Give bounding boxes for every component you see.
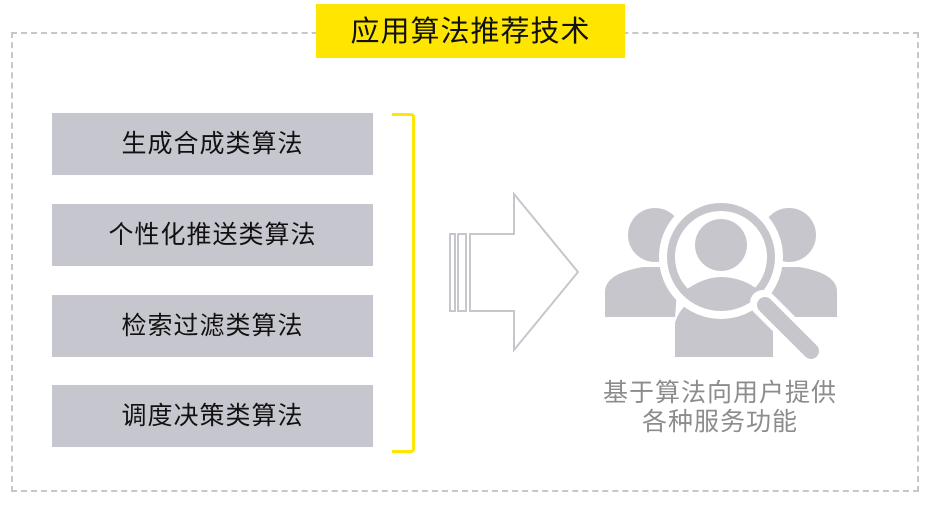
caption-line-1: 基于算法向用户提供	[602, 378, 837, 407]
grouping-bracket	[392, 113, 415, 453]
algorithm-box-personalized-push: 个性化推送类算法	[52, 204, 373, 266]
algorithm-box-generative: 生成合成类算法	[52, 113, 373, 175]
algorithm-box-scheduling-decision: 调度决策类算法	[52, 385, 373, 447]
diagram-title: 应用算法推荐技术	[316, 4, 625, 58]
user-search-icon	[603, 195, 839, 367]
right-arrow-icon	[446, 190, 586, 359]
algorithm-box-retrieval-filter: 检索过滤类算法	[52, 295, 373, 357]
caption-line-2: 各种服务功能	[641, 407, 798, 436]
result-caption: 基于算法向用户提供 各种服务功能	[560, 378, 880, 436]
